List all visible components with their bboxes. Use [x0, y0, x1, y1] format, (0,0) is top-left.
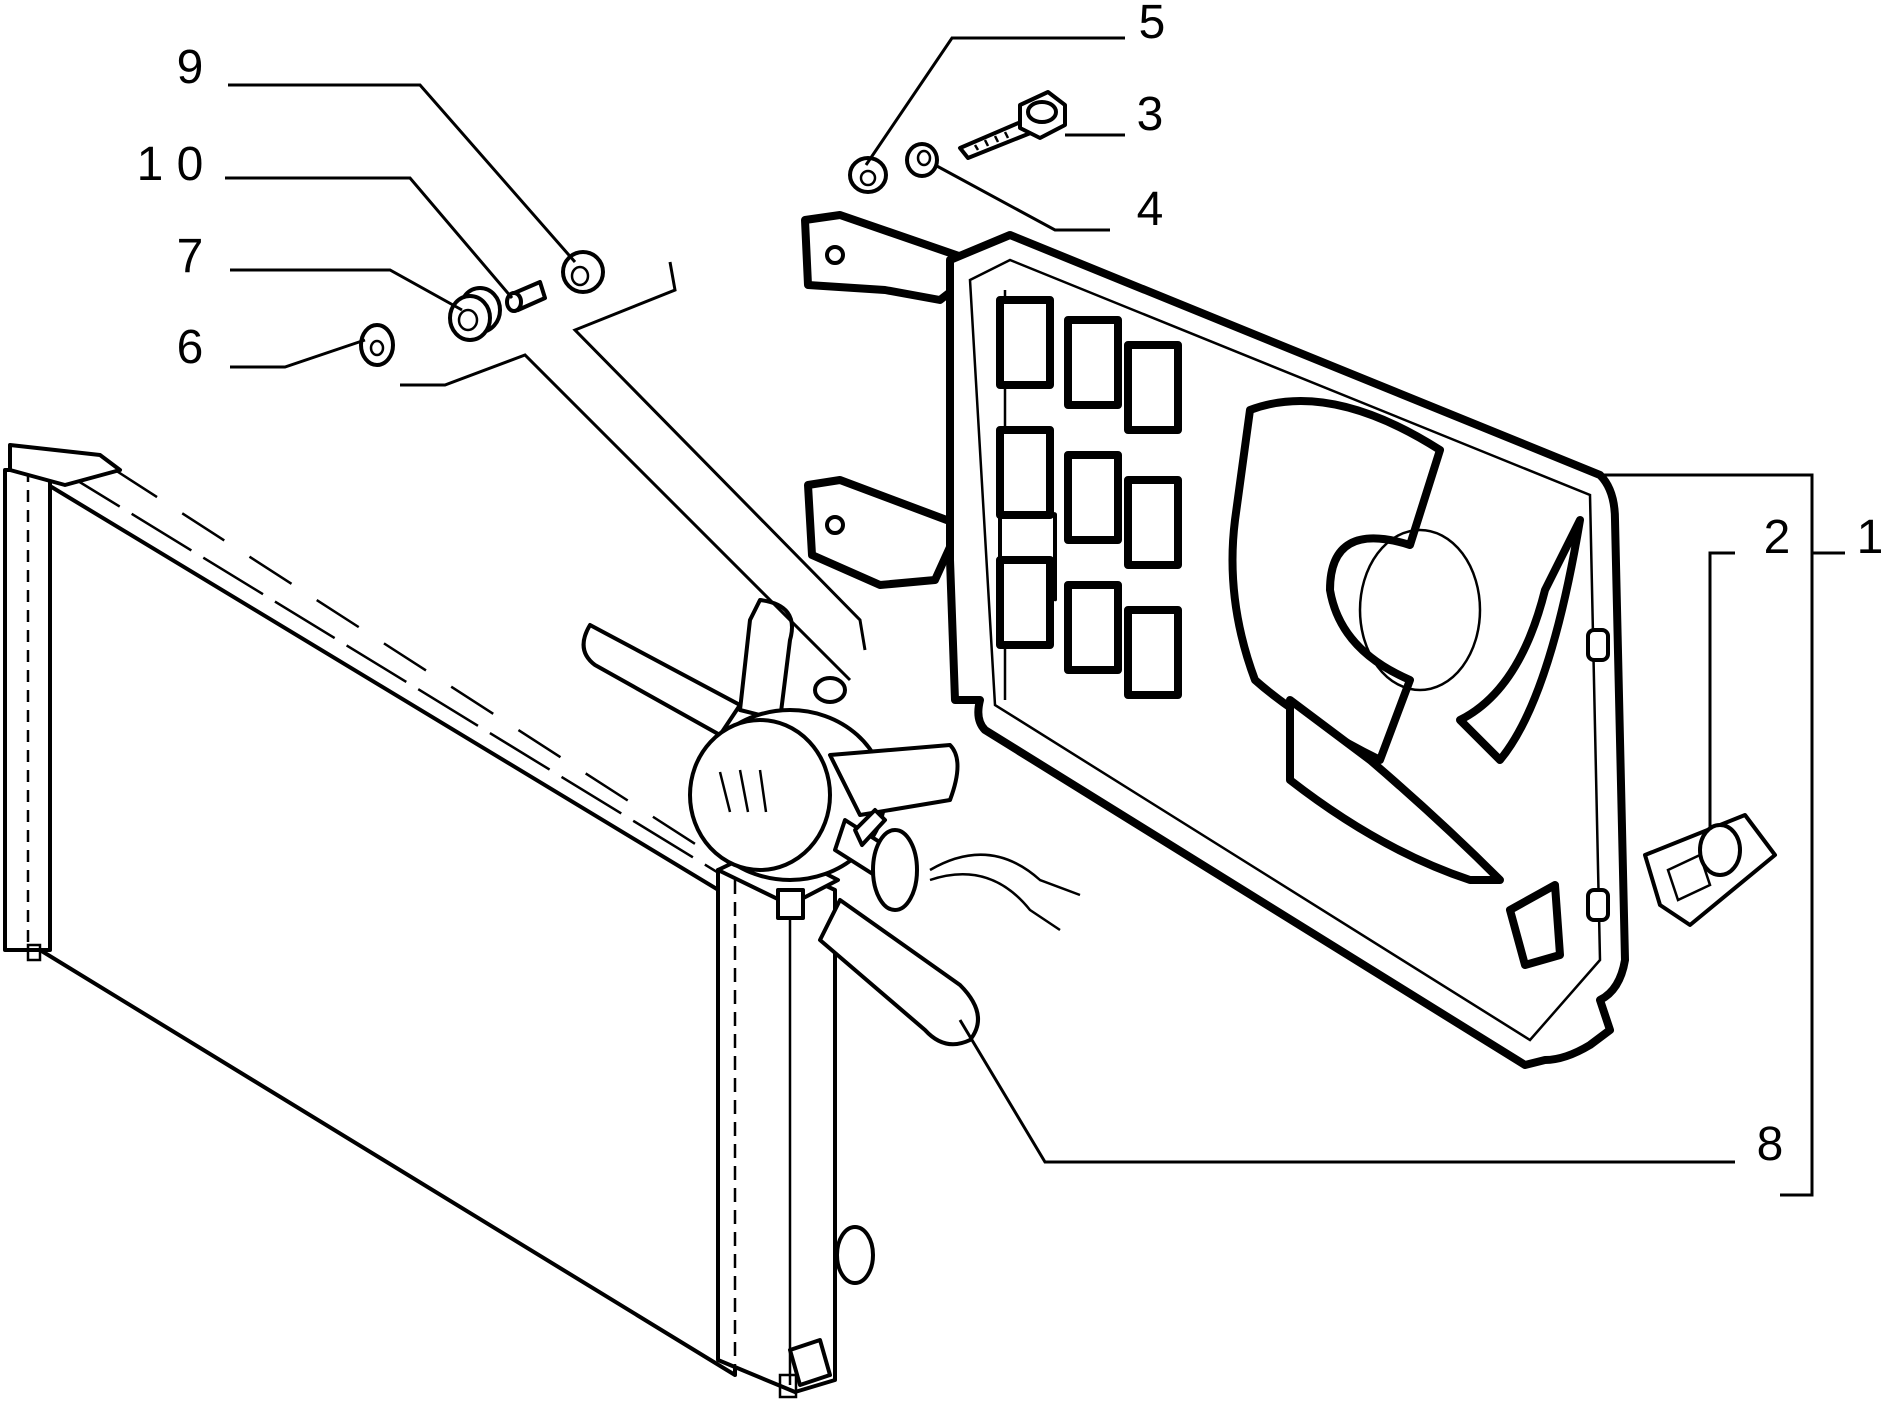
part-9-nut [561, 250, 605, 294]
part-2-bracket [1643, 813, 1777, 927]
leader-lines [225, 36, 1845, 1197]
callout-10: 1 0 [137, 138, 204, 191]
radiator [3, 443, 875, 1399]
part-5-washer [848, 156, 888, 194]
callout-4: 4 [1137, 183, 1164, 236]
callout-8: 8 [1757, 1118, 1784, 1171]
fan-shroud [801, 211, 1629, 1069]
callout-3: 3 [1137, 88, 1164, 141]
part-4-washer [905, 142, 939, 178]
part-10-spacer [505, 280, 547, 313]
callout-5: 5 [1139, 0, 1166, 49]
callout-6: 6 [177, 321, 204, 374]
callout-7: 7 [177, 230, 204, 283]
part-3-bolt [958, 90, 1067, 160]
part-6-washer [359, 323, 395, 367]
callout-9: 9 [177, 41, 204, 94]
callout-2: 2 [1764, 511, 1791, 564]
callout-1: 1 [1857, 511, 1884, 564]
part-7-grommet [448, 286, 502, 342]
fan-assembly [581, 598, 1081, 1047]
